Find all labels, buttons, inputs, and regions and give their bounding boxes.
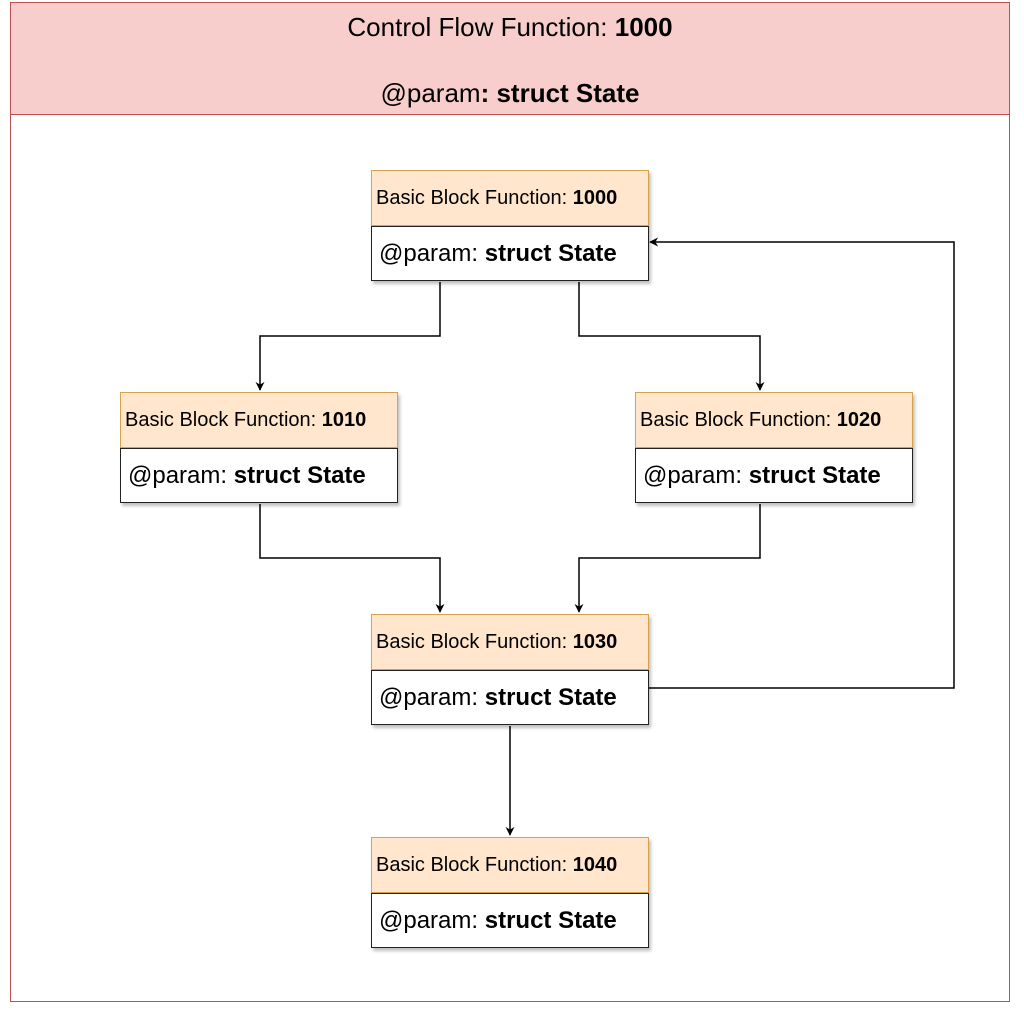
container-param-prefix: @param [380, 78, 481, 108]
block-param-prefix: @param: [643, 462, 749, 489]
block-label: Basic Block Function: [376, 631, 573, 653]
container-param: @param: struct State [11, 77, 1009, 109]
block-param: @param: struct State [120, 448, 398, 503]
block-param: @param: struct State [371, 226, 649, 281]
basic-block-1030: Basic Block Function: 1030 @param: struc… [371, 614, 649, 725]
block-header: Basic Block Function: 1020 [635, 392, 913, 448]
block-param-prefix: @param: [379, 240, 485, 267]
block-label: Basic Block Function: [376, 854, 573, 876]
block-param-type: struct State [484, 240, 617, 267]
edge-1010-to-1030 [259, 504, 445, 613]
block-param: @param: struct State [635, 448, 913, 503]
block-id: 1010 [321, 409, 367, 431]
block-param-type: struct State [233, 462, 366, 489]
basic-block-1020: Basic Block Function: 1020 @param: struc… [635, 392, 913, 503]
block-param-type: struct State [748, 462, 881, 489]
edge-1000-to-1010 [255, 282, 441, 391]
block-param-prefix: @param: [128, 462, 234, 489]
block-header: Basic Block Function: 1000 [371, 170, 649, 226]
container-title-id: 1000 [614, 12, 673, 42]
block-header: Basic Block Function: 1010 [120, 392, 398, 448]
container-param-type: : struct State [480, 78, 640, 108]
block-label: Basic Block Function: [640, 409, 837, 431]
block-label: Basic Block Function: [125, 409, 322, 431]
control-flow-function-header: Control Flow Function: 1000 @param: stru… [10, 2, 1010, 115]
basic-block-1010: Basic Block Function: 1010 @param: struc… [120, 392, 398, 503]
container-title-prefix: Control Flow Function: [347, 12, 615, 42]
block-param: @param: struct State [371, 670, 649, 725]
edge-1000-to-1020 [578, 282, 765, 391]
block-param: @param: struct State [371, 893, 649, 948]
block-param-prefix: @param: [379, 907, 485, 934]
container-title: Control Flow Function: 1000 [11, 11, 1009, 43]
block-param-type: struct State [484, 907, 617, 934]
block-header: Basic Block Function: 1030 [371, 614, 649, 670]
block-id: 1040 [572, 854, 618, 876]
block-id: 1000 [572, 187, 618, 209]
edge-1020-to-1030 [574, 504, 761, 613]
block-label: Basic Block Function: [376, 187, 573, 209]
basic-block-1000: Basic Block Function: 1000 @param: struc… [371, 170, 649, 281]
basic-block-1040: Basic Block Function: 1040 @param: struc… [371, 837, 649, 948]
block-param-type: struct State [484, 684, 617, 711]
block-id: 1020 [836, 409, 882, 431]
block-id: 1030 [572, 631, 618, 653]
block-header: Basic Block Function: 1040 [371, 837, 649, 893]
block-param-prefix: @param: [379, 684, 485, 711]
edge-1030-to-1000-loop [649, 237, 955, 689]
